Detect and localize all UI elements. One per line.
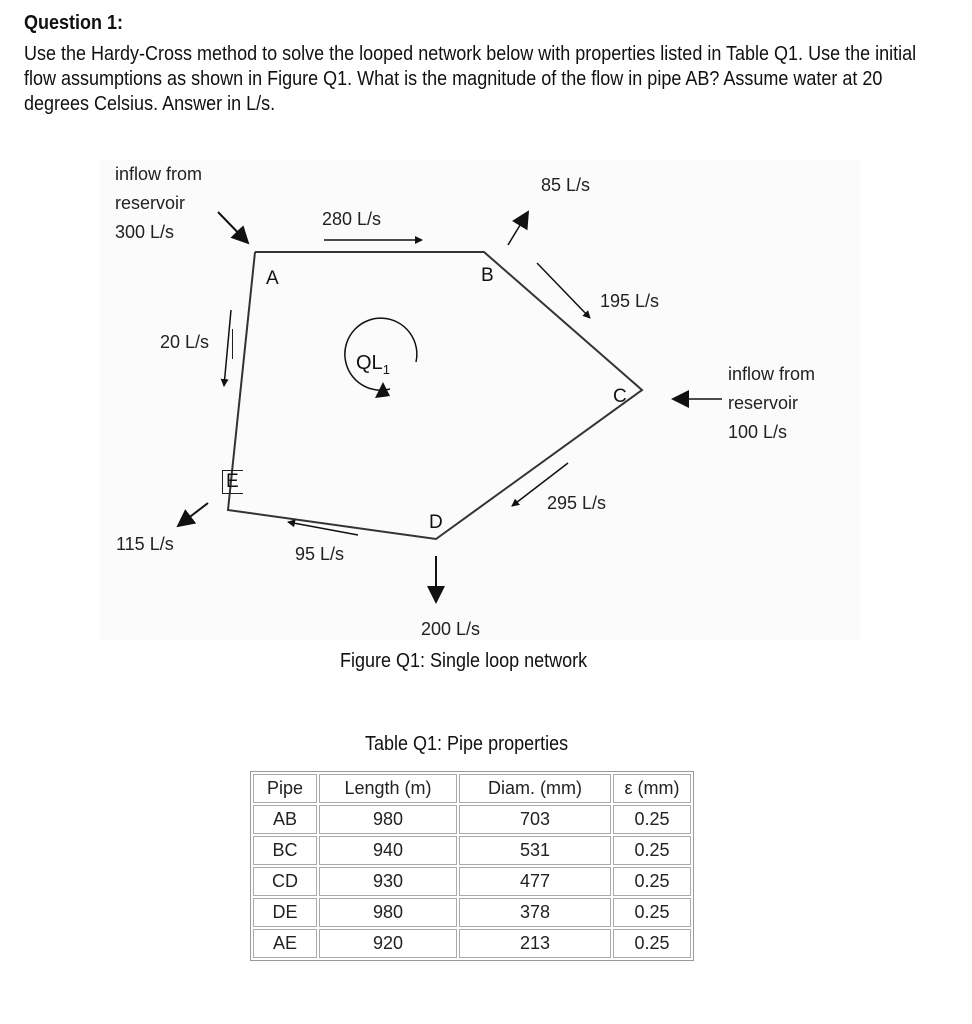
- cd-flow-arrow: [511, 462, 569, 507]
- cell-diameter: 531: [459, 836, 611, 865]
- network-figure: inflow from reservoir 300 L/s 280 L/s 85…: [100, 160, 860, 640]
- col-header-roughness: ε (mm): [613, 774, 691, 803]
- ed-flow-arrow: [287, 519, 359, 536]
- inflow-c-line1: inflow from: [728, 364, 816, 384]
- table-caption: Table Q1: Pipe properties: [365, 733, 569, 755]
- node-a-label: A: [266, 268, 279, 289]
- loop-direction-arrow: [344, 317, 418, 391]
- cell-pipe: AB: [253, 805, 317, 834]
- cell-length: 920: [319, 929, 457, 958]
- inflow-a-label: inflow from reservoir 300 L/s: [115, 160, 202, 247]
- flow-cd-label: 295 L/s: [547, 493, 607, 513]
- cell-roughness: 0.25: [613, 898, 691, 927]
- network-diagram: [176, 210, 722, 604]
- inflow-c-label: inflow from reservoir 100 L/s: [728, 360, 815, 447]
- cell-diameter: 213: [459, 929, 611, 958]
- cell-roughness: 0.25: [613, 867, 691, 896]
- col-header-length: Length (m): [319, 774, 457, 803]
- inflow-a-line3: 300 L/s: [115, 222, 175, 242]
- cell-diameter: 703: [459, 805, 611, 834]
- node-b-label: B: [481, 265, 494, 286]
- node-d-label: D: [429, 512, 443, 533]
- cell-diameter: 378: [459, 898, 611, 927]
- flow-ae-label: 20 L/s: [160, 332, 210, 352]
- cell-length: 930: [319, 867, 457, 896]
- flow-bc-label: 195 L/s: [600, 291, 660, 311]
- question-body: Use the Hardy-Cross method to solve the …: [24, 42, 933, 117]
- ae-flow-arrow: [220, 309, 232, 387]
- table-row: DE 980 378 0.25: [253, 898, 691, 927]
- pipe-network-outline: [226, 251, 644, 541]
- cell-length: 940: [319, 836, 457, 865]
- flow-ed-label: 95 L/s: [295, 544, 345, 564]
- cell-length: 980: [319, 898, 457, 927]
- inflow-c-line2: reservoir: [728, 393, 799, 413]
- e-outflow-arrow: [176, 502, 209, 528]
- inflow-a-line2: reservoir: [115, 193, 186, 213]
- node-e-label: E: [222, 470, 243, 494]
- loop-flow-label: QL1: [356, 352, 390, 377]
- cell-pipe: DE: [253, 898, 317, 927]
- cell-roughness: 0.25: [613, 836, 691, 865]
- loop-flow-subscript: 1: [382, 362, 390, 377]
- flow-e-out-label: 115 L/s: [116, 534, 174, 554]
- col-header-diameter: Diam. (mm): [459, 774, 611, 803]
- cell-length: 980: [319, 805, 457, 834]
- inflow-a-line1: inflow from: [115, 164, 203, 184]
- table-row: CD 930 477 0.25: [253, 867, 691, 896]
- ae-label-divider: [232, 329, 233, 359]
- col-header-pipe: Pipe: [253, 774, 317, 803]
- cell-pipe: CD: [253, 867, 317, 896]
- table-header-row: Pipe Length (m) Diam. (mm) ε (mm): [253, 774, 691, 803]
- cell-pipe: BC: [253, 836, 317, 865]
- pipe-properties-table: Pipe Length (m) Diam. (mm) ε (mm) AB 980…: [250, 771, 694, 961]
- flow-d-out-label: 200 L/s: [421, 619, 481, 639]
- table-row: AE 920 213 0.25: [253, 929, 691, 958]
- figure-caption: Figure Q1: Single loop network: [340, 650, 588, 672]
- loop-arrowhead: [375, 382, 390, 398]
- flow-b-out-label: 85 L/s: [541, 175, 591, 195]
- cell-diameter: 477: [459, 867, 611, 896]
- bc-flow-arrow: [536, 262, 591, 319]
- node-c-label: C: [613, 386, 627, 407]
- cell-roughness: 0.25: [613, 929, 691, 958]
- table-row: BC 940 531 0.25: [253, 836, 691, 865]
- cell-pipe: AE: [253, 929, 317, 958]
- cell-roughness: 0.25: [613, 805, 691, 834]
- inflow-c-line3: 100 L/s: [728, 422, 788, 442]
- question-title: Question 1:: [24, 12, 124, 34]
- flow-ab-label: 280 L/s: [322, 209, 382, 229]
- loop-flow-symbol: QL: [356, 352, 383, 374]
- b-outflow-arrow: [507, 210, 530, 246]
- inflow-a-arrow: [217, 211, 250, 245]
- question-text: Use the Hardy-Cross method to solve the …: [24, 43, 917, 115]
- table-row: AB 980 703 0.25: [253, 805, 691, 834]
